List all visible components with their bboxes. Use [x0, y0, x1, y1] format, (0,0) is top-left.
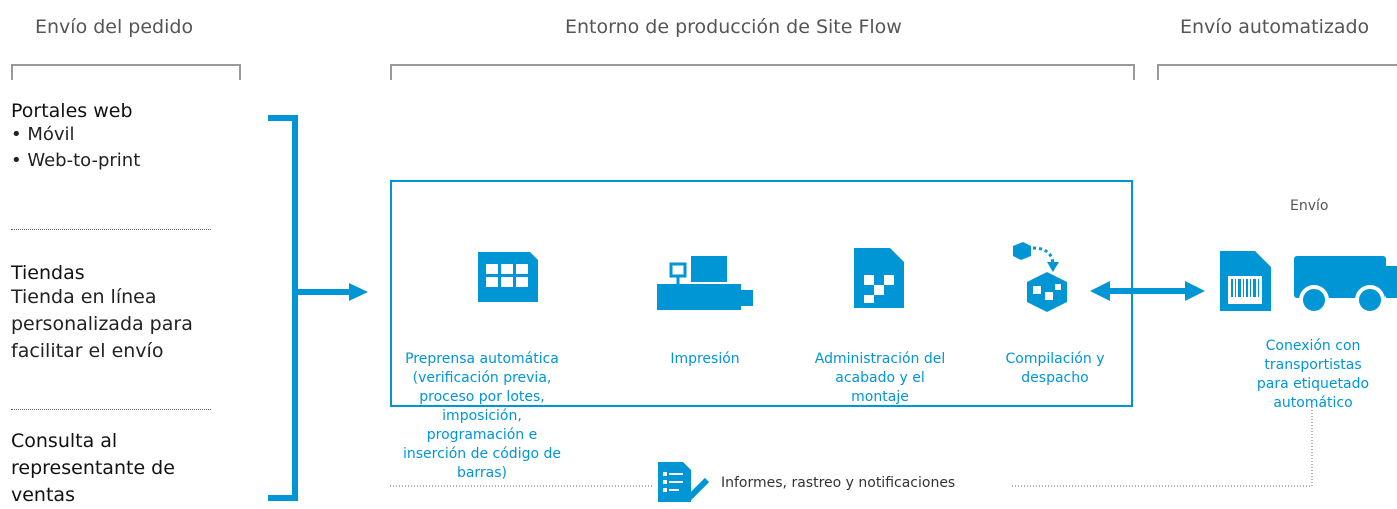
shipping-label: Envío — [1290, 198, 1329, 214]
bidirectional-arrow-left — [1090, 281, 1110, 301]
rep-title: Consulta al representante de ventas — [11, 430, 175, 506]
web-portal-item: • Web-to-print — [11, 150, 141, 171]
stores-title: Tiendas — [11, 262, 85, 284]
step-print: Impresión — [670, 351, 740, 367]
step-dispatch: Compilación y despacho — [1005, 351, 1105, 386]
barcode-label-icon — [1220, 251, 1271, 311]
web-portals-title: Portales web — [11, 100, 133, 122]
printer-icon — [657, 256, 753, 310]
carrier-label: Conexión con transportistas para etiquet… — [1256, 338, 1370, 411]
bracket-order — [11, 64, 241, 80]
section-stores: Tiendas Tienda en línea personalizada pa… — [11, 262, 236, 365]
document-assembly-icon — [854, 248, 904, 308]
spreadsheet-icon — [478, 252, 538, 302]
step-prepress-detail: (verificación previa, proceso por lotes,… — [403, 370, 561, 481]
header-shipping: Envío automatizado — [1180, 16, 1370, 38]
input-arrow-head — [349, 283, 368, 301]
bracket-production — [390, 64, 1135, 80]
reports-label: Informes, rastreo y notificaciones — [721, 475, 956, 491]
separator — [11, 409, 211, 410]
web-portal-item: • Móvil — [11, 124, 75, 145]
bracket-shipping — [1157, 64, 1397, 80]
truck-icon — [1294, 256, 1397, 315]
step-prepress: Preprensa automática (verificación previ… — [395, 350, 569, 483]
bidirectional-arrow-right — [1185, 281, 1205, 301]
header-production: Entorno de producción de Site Flow — [565, 16, 902, 38]
section-web-portals: Portales web • Móvil • Web-to-print — [11, 100, 221, 174]
reports-line-right — [1012, 400, 1313, 487]
boxes-icon — [1013, 242, 1067, 312]
stores-body: Tienda en línea personalizada para facil… — [11, 286, 193, 362]
header-order: Envío del pedido — [35, 16, 194, 38]
step-finish: Administración del acabado y el montaje — [814, 351, 946, 405]
input-bracket — [268, 115, 298, 501]
step-prepress-title: Preprensa automática — [405, 351, 559, 367]
separator — [11, 229, 211, 230]
report-checklist-icon — [658, 462, 710, 503]
